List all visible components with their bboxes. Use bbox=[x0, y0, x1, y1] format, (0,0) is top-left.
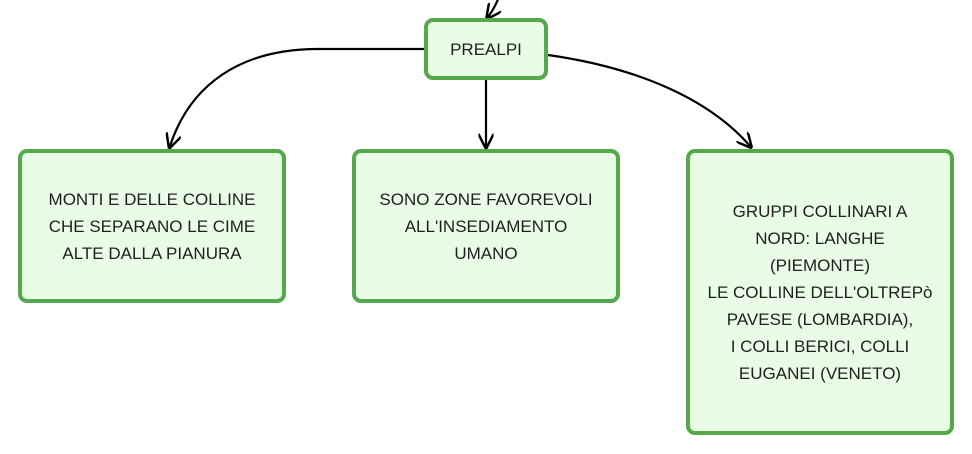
connector-root-to-left bbox=[170, 47, 424, 146]
node-child-monti-colline[interactable]: MONTI E DELLE COLLINE CHE SEPARANO LE CI… bbox=[18, 149, 286, 303]
node-child-label: GRUPPI COLLINARI A NORD: LANGHE (PIEMONT… bbox=[707, 201, 933, 383]
connector-root-to-right bbox=[547, 53, 750, 146]
node-child-zone-favorevoli[interactable]: SONO ZONE FAVOREVOLI ALL'INSEDIAMENTO UM… bbox=[352, 149, 620, 303]
connector-incoming-arrow bbox=[488, 0, 500, 17]
node-child-label: SONO ZONE FAVOREVOLI ALL'INSEDIAMENTO UM… bbox=[379, 189, 593, 263]
node-child-label: MONTI E DELLE COLLINE CHE SEPARANO LE CI… bbox=[48, 189, 256, 263]
node-child-gruppi-collinari[interactable]: GRUPPI COLLINARI A NORD: LANGHE (PIEMONT… bbox=[686, 149, 954, 435]
node-root-prealpi[interactable]: PREALPI bbox=[424, 18, 548, 80]
node-root-label: PREALPI bbox=[450, 39, 522, 59]
